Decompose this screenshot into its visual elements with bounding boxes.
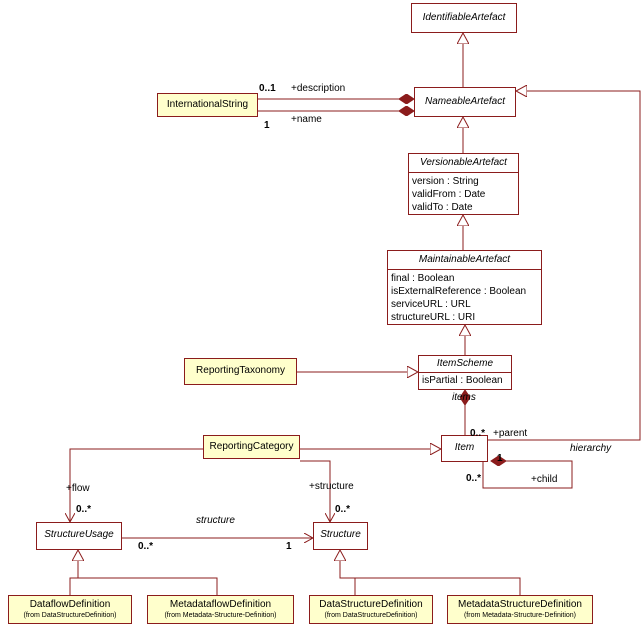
metadata-structure-definition-class[interactable]: MetadataStructureDefinition (from Metada… (447, 595, 593, 624)
attribute: version : String (412, 176, 479, 187)
identifiable-artefact-class[interactable]: IdentifiableArtefact (411, 3, 517, 33)
dataflow-definition-class[interactable]: DataflowDefinition (from DataStructureDe… (8, 595, 132, 624)
class-attributes: final : Boolean isExternalReference : Bo… (388, 269, 541, 326)
gen-msd-structure (340, 577, 521, 595)
class-attributes: isPartial : Boolean (419, 372, 511, 388)
assoc-hierarchy (482, 461, 573, 489)
class-source-package: (from DataStructureDefinition) (324, 612, 418, 619)
structure-multiplicity: 0..* (335, 504, 351, 515)
name-multiplicity: 1 (264, 120, 270, 131)
class-attributes: version : String validFrom : Date validT… (409, 172, 518, 216)
hierarchy-label: hierarchy (570, 443, 612, 454)
data-structure-definition-class[interactable]: DataStructureDefinition (from DataStruct… (309, 595, 433, 624)
attribute: serviceURL : URL (391, 299, 471, 310)
assoc-flow (70, 448, 203, 522)
item-multiplicity: 0..* (470, 428, 486, 439)
name-role: +name (291, 114, 322, 125)
attribute: validFrom : Date (412, 189, 486, 200)
class-name: Structure (320, 529, 361, 540)
class-name: NameableArtefact (424, 96, 506, 107)
reporting-taxonomy-class[interactable]: ReportingTaxonomy (184, 358, 297, 385)
class-name: MaintainableArtefact (418, 254, 511, 265)
class-source-package: (from DataStructureDefinition) (23, 612, 117, 619)
maintainable-artefact-class[interactable]: MaintainableArtefact final : Boolean isE… (387, 250, 542, 325)
class-name: ReportingCategory (209, 441, 294, 452)
structure-class[interactable]: Structure (313, 522, 368, 550)
item-class[interactable]: Item (441, 435, 488, 462)
class-name: StructureUsage (44, 529, 114, 540)
class-name: VersionableArtefact (420, 157, 507, 168)
class-name: MetadataflowDefinition (169, 599, 272, 610)
international-string-class[interactable]: InternationalString (157, 93, 258, 117)
items-role: items (452, 392, 476, 403)
flow-multiplicity: 0..* (76, 504, 92, 515)
attribute: isExternalReference : Boolean (391, 286, 527, 297)
class-name: DataStructureDefinition (319, 599, 423, 610)
class-name: IdentifiableArtefact (422, 12, 506, 23)
gen-dataflow-usage (69, 550, 78, 595)
class-name: ItemScheme (436, 358, 494, 369)
class-source-package: (from Metadata-Structure-Definition) (463, 612, 577, 619)
class-name: ReportingTaxonomy (196, 365, 285, 376)
description-multiplicity: 0..1 (259, 83, 276, 94)
nameable-artefact-class[interactable]: NameableArtefact (414, 87, 516, 117)
attribute: validTo : Date (412, 202, 473, 213)
gen-dsd-structure (340, 550, 356, 595)
item-scheme-class[interactable]: ItemScheme isPartial : Boolean (418, 355, 512, 390)
class-name: MetadataStructureDefinition (458, 599, 582, 610)
flow-role: +flow (66, 483, 90, 494)
child-role: +child (531, 474, 558, 485)
class-source-package: (from Metadata-Structure-Definition) (164, 612, 277, 619)
attribute: final : Boolean (391, 273, 455, 284)
reporting-category-class[interactable]: ReportingCategory (203, 435, 300, 459)
attribute: isPartial : Boolean (422, 375, 503, 386)
structure-association-label: structure (196, 515, 235, 526)
metadataflow-definition-class[interactable]: MetadataflowDefinition (from Metadata-St… (147, 595, 294, 624)
versionable-artefact-class[interactable]: VersionableArtefact version : String val… (408, 153, 519, 215)
assoc-structure-from-category (300, 460, 330, 522)
gen-metadataflow-usage (78, 577, 218, 595)
hierarchy-multiplicity: 1 (497, 453, 503, 464)
structure-usage-class[interactable]: StructureUsage (36, 522, 122, 550)
parent-role: +parent (493, 428, 528, 439)
attribute: structureURL : URI (391, 312, 476, 323)
class-name: DataflowDefinition (29, 599, 111, 610)
gen-item-nameable (488, 91, 641, 441)
class-name: InternationalString (166, 99, 249, 110)
structure-role: +structure (309, 481, 354, 492)
child-multiplicity: 0..* (466, 473, 482, 484)
usage-multiplicity: 0..* (138, 541, 154, 552)
class-name: Item (454, 442, 475, 453)
description-role: +description (291, 83, 346, 94)
structure-one-multiplicity: 1 (286, 541, 292, 552)
